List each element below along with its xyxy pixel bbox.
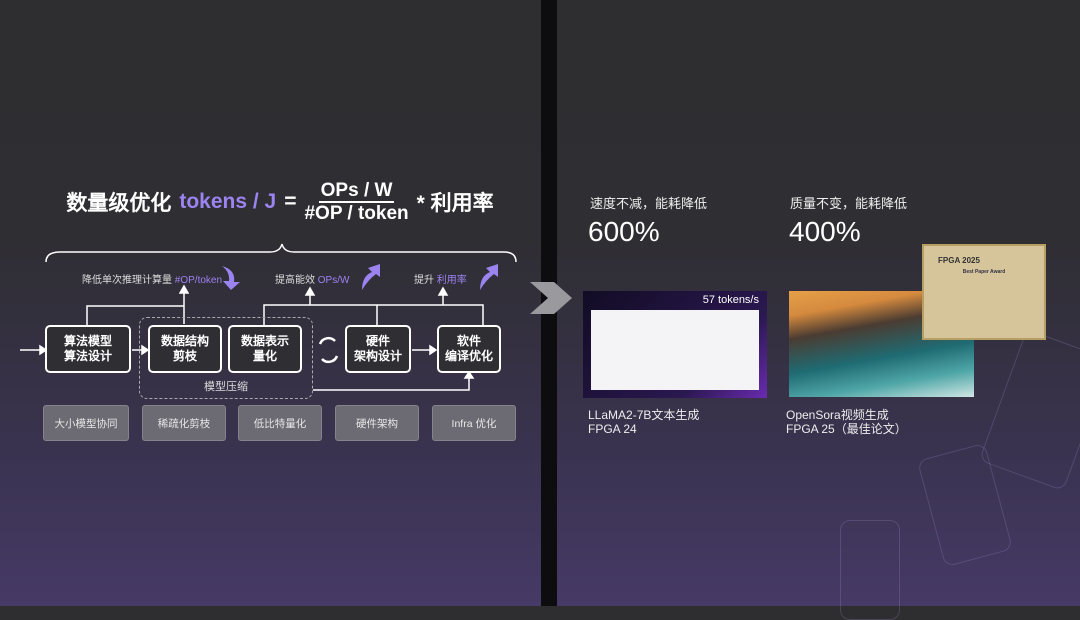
- stage-pruning: 数据结构剪枝: [148, 325, 222, 373]
- fraction: OPs / W #OP / token: [304, 180, 408, 224]
- denominator: #OP / token: [304, 203, 409, 224]
- decoration: [840, 520, 900, 620]
- result-value: 600%: [588, 216, 660, 247]
- chevron-right-icon: [530, 282, 572, 314]
- cycle-icon: [318, 336, 339, 364]
- numerator: OPs / W: [318, 180, 395, 203]
- title-suffix: * 利用率: [416, 192, 494, 215]
- stage-software: 软件编译优化: [437, 325, 501, 373]
- goal-utilization: 提升 利用率: [414, 275, 467, 286]
- model-compression-group: [139, 317, 313, 399]
- llama-demo-screenshot: 57 tokens/s: [583, 291, 767, 398]
- decoration: [978, 328, 1080, 492]
- award-certificate: FPGA 2025 Best Paper Award: [922, 244, 1046, 340]
- title-prefix: 数量级优化: [66, 192, 172, 215]
- result-value: 400%: [789, 216, 861, 247]
- arrow-up-icon: [362, 264, 380, 290]
- goal-op-token: 降低单次推理计算量 #OP/token: [82, 275, 223, 286]
- stage-algorithm: 算法模型算法设计: [45, 325, 131, 373]
- technique-sparse-pruning: 稀疏化剪枝: [142, 405, 226, 441]
- technique-infra: Infra 优化: [432, 405, 516, 441]
- diagram-lines: [20, 243, 517, 391]
- title-metric: tokens / J: [179, 190, 277, 213]
- goal-ops-w: 提高能效 OPs/W: [275, 275, 350, 286]
- stage-quantization: 数据表示量化: [228, 325, 302, 373]
- tokens-rate: 57 tokens/s: [702, 294, 759, 306]
- technique-low-bit: 低比特量化: [238, 405, 322, 441]
- stage-hardware: 硬件架构设计: [345, 325, 411, 373]
- result-headline: 速度不减，能耗降低: [590, 196, 708, 211]
- arrow-up-icon: [480, 264, 498, 290]
- compression-label: 模型压缩: [204, 381, 248, 393]
- technique-hardware: 硬件架构: [335, 405, 419, 441]
- result-headline: 质量不变，能耗降低: [790, 196, 908, 211]
- technique-model-collab: 大小模型协同: [43, 405, 129, 441]
- arrow-down-icon: [222, 266, 240, 290]
- formula-title: 数量级优化 tokens / J = OPs / W #OP / token *…: [0, 180, 560, 224]
- title-equals: =: [284, 190, 297, 213]
